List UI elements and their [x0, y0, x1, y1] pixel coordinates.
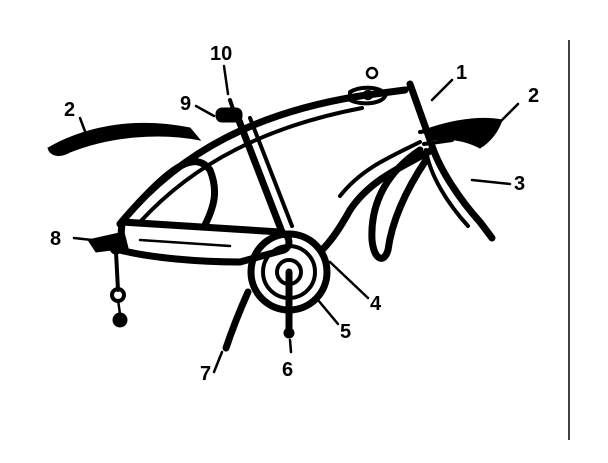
front-fork [428, 142, 496, 242]
stem-top-bolt [365, 66, 379, 80]
callout-3: 3 [514, 173, 525, 195]
fork-blade-curve [368, 146, 430, 262]
callout-4: 4 [370, 293, 382, 315]
down-tube-inner [338, 140, 422, 198]
callout-5: 5 [340, 321, 351, 343]
leader-10 [222, 64, 230, 96]
seat-stay-arc [116, 158, 219, 229]
leader-5 [316, 298, 340, 326]
pedal-spindle [283, 327, 295, 339]
callout-2-front-fender: 2 [528, 85, 539, 107]
leader-7 [212, 350, 224, 374]
leader-6 [288, 338, 293, 354]
leader-1 [430, 78, 454, 102]
top-tube-inner [138, 106, 364, 224]
callout-1: 1 [456, 62, 467, 84]
leader-2a [78, 116, 88, 136]
callout-7: 7 [200, 363, 211, 385]
callout-6: 6 [282, 359, 293, 381]
kickstand-leg [222, 288, 252, 352]
kickstand-link [116, 298, 122, 316]
head-tube-collar [418, 126, 454, 146]
seat-clamp [215, 107, 243, 123]
leader-3 [470, 178, 512, 186]
seat-tube-inner [248, 116, 294, 228]
leader-2b [498, 102, 520, 124]
steering-stem [348, 85, 388, 106]
stem-bolt [362, 89, 374, 101]
callout-8: 8 [50, 228, 61, 250]
leader-4 [328, 260, 370, 300]
kickstand-bolt [114, 250, 120, 292]
callout-9: 9 [180, 93, 191, 115]
callout-10: 10 [210, 43, 232, 65]
seat-post-bolt [228, 98, 236, 114]
seat-tube [234, 114, 286, 236]
chain-guard-detail [138, 238, 232, 248]
fork-inner [424, 148, 470, 228]
leader-9 [194, 104, 216, 118]
stem-arm [384, 86, 412, 94]
top-tube-arch [116, 86, 409, 228]
callout-2-rear-fender: 2 [64, 99, 75, 121]
leader-8 [72, 236, 94, 242]
rear-fender [47, 122, 202, 156]
